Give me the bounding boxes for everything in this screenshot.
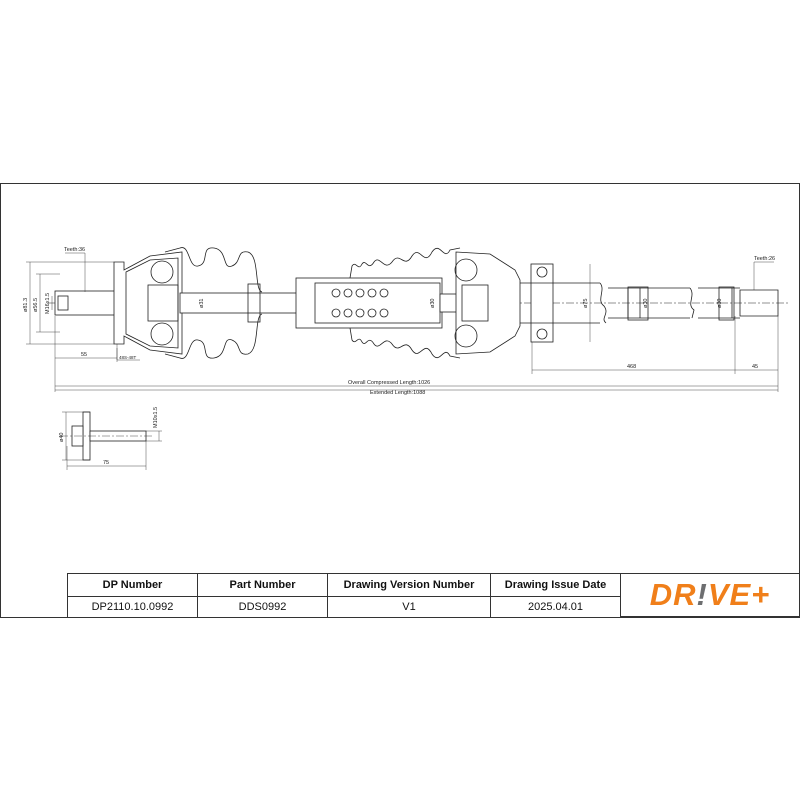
value-part-number: DDS0992 [197, 596, 328, 618]
wheel-bearing [530, 263, 554, 343]
header-part-number: Part Number [197, 573, 328, 597]
abs-label: 48S-48T [119, 355, 137, 360]
tripod-housing [295, 277, 443, 329]
dia-right-1-label: ø30 [643, 299, 649, 308]
logo-text-1: DR [649, 577, 697, 612]
dia-56-label: ø56.5 [33, 298, 39, 312]
drive-plus-logo: DR!VE+ [620, 573, 800, 617]
teeth-left-label: Teeth:36 [64, 247, 85, 253]
dia-75-label: ø75 [583, 299, 589, 308]
bolt-dia-label: ø40 [59, 433, 65, 442]
drawing-frame [0, 183, 800, 618]
left-boot [164, 247, 263, 293]
header-dp-number: DP Number [67, 573, 198, 597]
bolt-thread-label: M10x1.5 [153, 407, 159, 428]
logo-text-2: ! [696, 577, 708, 612]
thread-left-label: M16x1.5 [45, 293, 51, 314]
dia-81-label: ø81.3 [23, 298, 29, 312]
len-55-label: 55 [81, 352, 87, 358]
teeth-right-label: Teeth:26 [754, 256, 775, 262]
value-dp-number: DP2110.10.0992 [67, 596, 198, 618]
bolt-detail: ø40 M10x1.5 75 [59, 407, 162, 470]
dia-right-2-label: ø30 [717, 299, 723, 308]
extended-length-label: Extended Length:1088 [370, 390, 425, 396]
value-drawing-version: V1 [327, 596, 491, 618]
bolt-length-label: 75 [103, 460, 109, 466]
header-drawing-version: Drawing Version Number [327, 573, 491, 597]
dia-shaft-mid-label: ø30 [430, 299, 436, 308]
value-issue-date: 2025.04.01 [490, 596, 621, 618]
len-45-label: 45 [752, 364, 758, 370]
len-468-label: 468 [627, 364, 636, 370]
header-issue-date: Drawing Issue Date [490, 573, 621, 597]
logo-text-3: VE+ [707, 577, 771, 612]
middle-boot [349, 247, 461, 279]
left-shaft [179, 292, 299, 314]
overall-length-label: Overall Compressed Length:1026 [348, 380, 430, 386]
dia-shaft-left-label: ø31 [199, 299, 205, 308]
needle-bearings [331, 288, 389, 318]
